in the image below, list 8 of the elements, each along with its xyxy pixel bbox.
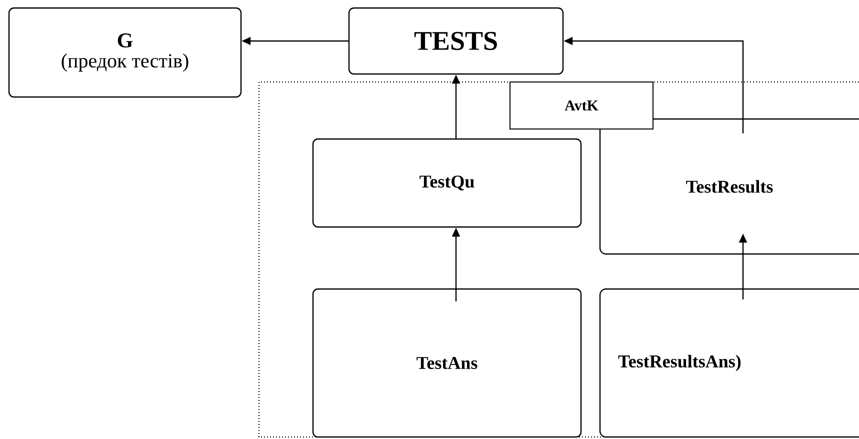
group-frame bbox=[258, 82, 859, 438]
class-box: TESTS bbox=[348, 7, 564, 75]
class-box: TestQu bbox=[312, 138, 582, 228]
class-box: TestResults bbox=[599, 118, 859, 255]
class-box: TestAns bbox=[312, 288, 582, 438]
class-box: AvtK bbox=[510, 82, 654, 130]
class-box: G (предок тестів) bbox=[8, 7, 242, 98]
class-box: TestResultsAns) bbox=[599, 288, 859, 438]
